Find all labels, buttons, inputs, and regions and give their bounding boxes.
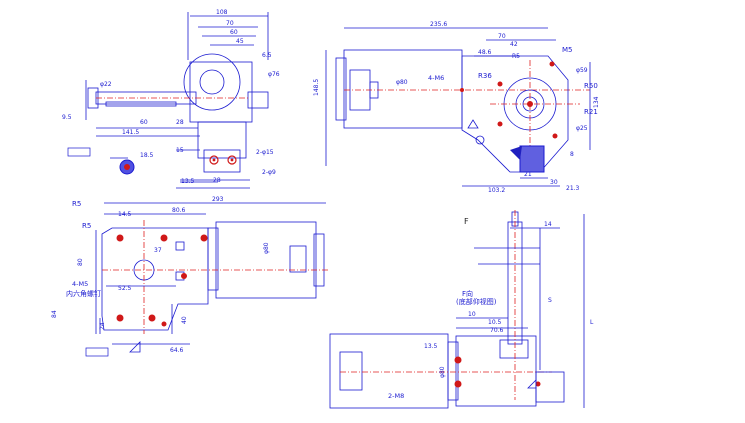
svg-text:45: 45: [236, 38, 244, 45]
svg-text:4-M6: 4-M6: [428, 74, 444, 82]
view-bottom-right-holes: [454, 356, 541, 389]
svg-text:φ80: φ80: [439, 366, 446, 378]
svg-text:R50: R50: [584, 82, 598, 90]
view-bottom-left: [95, 202, 330, 345]
svg-text:134: 134: [593, 96, 600, 108]
svg-text:13.5: 13.5: [181, 178, 195, 185]
svg-text:28: 28: [213, 177, 221, 184]
svg-text:84: 84: [51, 310, 58, 318]
svg-text:60: 60: [140, 119, 148, 126]
svg-text:80: 80: [77, 258, 84, 266]
gear-housing-circle: [183, 53, 241, 111]
svg-text:10: 10: [468, 311, 476, 318]
svg-text:24: 24: [99, 322, 106, 330]
svg-text:18.5: 18.5: [140, 152, 154, 159]
svg-text:6.5: 6.5: [262, 52, 272, 59]
svg-text:内六角螺钉: 内六角螺钉: [66, 289, 101, 298]
svg-text:(底部仰视图): (底部仰视图): [456, 297, 497, 306]
svg-text:37: 37: [154, 247, 162, 254]
svg-text:103.2: 103.2: [488, 187, 505, 194]
svg-text:R5: R5: [512, 53, 520, 60]
view-top-left-holes: [67, 147, 237, 175]
svg-text:148.5: 148.5: [313, 79, 320, 96]
svg-text:F: F: [464, 217, 469, 226]
view-top-left: [85, 12, 269, 189]
svg-text:15: 15: [176, 147, 184, 154]
svg-text:R36: R36: [478, 72, 492, 80]
view-bottom-left-holes: [85, 234, 208, 357]
svg-text:φ80: φ80: [263, 242, 270, 254]
svg-text:L: L: [590, 319, 594, 326]
svg-text:R5: R5: [82, 222, 91, 230]
svg-text:2-M8: 2-M8: [388, 392, 404, 400]
svg-text:48.6: 48.6: [478, 49, 492, 56]
motor-body-side: [215, 221, 317, 299]
svg-text:70: 70: [226, 20, 234, 27]
view-top-right-dim-text: 235.6 70 42 48.6 R5 M5 φ59 R50 R21 φ25 φ…: [313, 21, 600, 194]
svg-text:2-φ15: 2-φ15: [256, 149, 274, 156]
svg-text:70: 70: [498, 33, 506, 40]
svg-text:21.3: 21.3: [566, 185, 580, 192]
svg-text:14.5: 14.5: [118, 211, 132, 218]
svg-text:φ80: φ80: [396, 79, 408, 86]
svg-text:9.5: 9.5: [62, 114, 72, 121]
svg-text:φ76: φ76: [268, 71, 280, 78]
svg-text:141.5: 141.5: [122, 129, 139, 136]
svg-text:R21: R21: [584, 108, 598, 116]
svg-text:φ22: φ22: [100, 81, 112, 88]
svg-text:φ25: φ25: [576, 125, 588, 132]
svg-text:14: 14: [544, 221, 552, 228]
svg-text:10.5: 10.5: [488, 319, 502, 326]
svg-text:42: 42: [510, 41, 518, 48]
svg-text:R5: R5: [72, 200, 81, 208]
view-bottom-right-text: F F向 (底部仰视图) 2-M8 14 10 10.5 70.6 13.5 φ…: [388, 217, 594, 400]
svg-text:M5: M5: [562, 46, 573, 54]
view-bottom-left-dim-text: 293 14.5 80.6 R5 R5 52.5 37 64.6 24 40 8…: [51, 196, 270, 354]
svg-text:21: 21: [524, 171, 532, 178]
svg-text:S: S: [548, 297, 552, 304]
svg-text:2-φ9: 2-φ9: [262, 169, 276, 176]
svg-text:293: 293: [212, 196, 224, 203]
svg-text:40: 40: [181, 316, 188, 324]
svg-text:235.6: 235.6: [430, 21, 447, 28]
svg-text:φ59: φ59: [576, 67, 588, 74]
svg-text:80.6: 80.6: [172, 207, 186, 214]
view-top-right-holes: [460, 61, 558, 173]
svg-text:108: 108: [216, 9, 228, 16]
svg-text:4-M5: 4-M5: [72, 280, 88, 288]
view-top-left-dim-text: 108 70 60 45 6.5 φ76 φ22 9.5 60 141.5 28…: [62, 9, 280, 185]
svg-text:30: 30: [550, 179, 558, 186]
svg-text:28: 28: [176, 119, 184, 126]
svg-text:13.5: 13.5: [424, 343, 438, 350]
svg-text:F向: F向: [462, 289, 473, 298]
svg-text:64.6: 64.6: [170, 347, 184, 354]
svg-text:70.6: 70.6: [490, 327, 504, 334]
svg-text:52.5: 52.5: [118, 285, 132, 292]
svg-text:8: 8: [570, 151, 574, 158]
svg-text:60: 60: [230, 29, 238, 36]
